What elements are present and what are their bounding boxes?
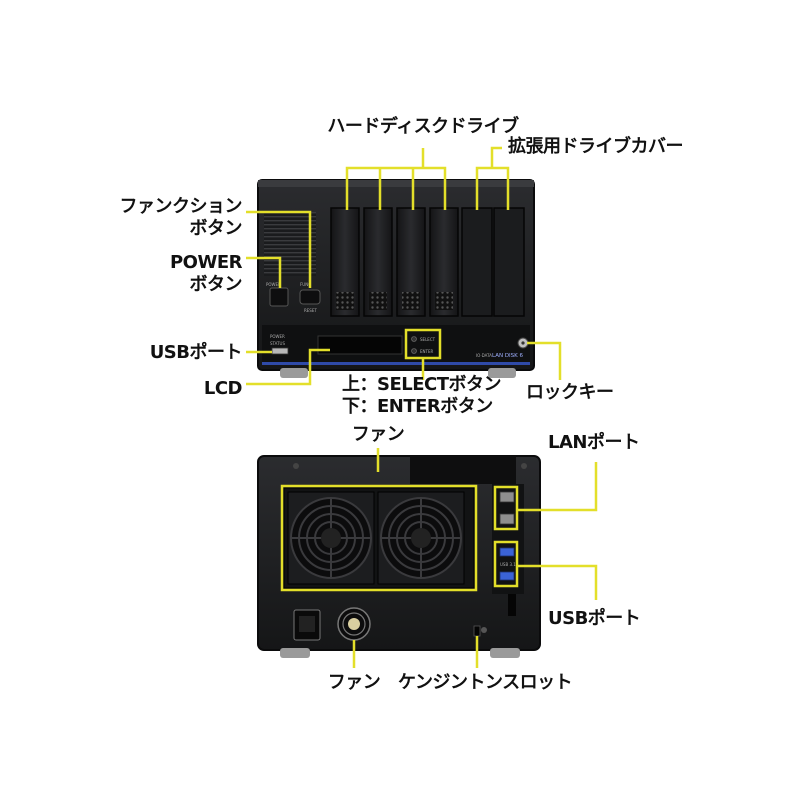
leader-power xyxy=(246,256,282,288)
status-led-label: STATUS xyxy=(270,341,285,346)
drive-tray-2-grille xyxy=(369,292,387,310)
rear-fan-2 xyxy=(377,491,465,585)
front-foot-left xyxy=(280,368,308,378)
rear-fan-1 xyxy=(287,491,375,585)
label-lock-key: ロックキー xyxy=(526,382,614,403)
psu-fan xyxy=(337,607,371,641)
brand-logo: IO·DATA xyxy=(476,353,492,358)
front-blue-trim xyxy=(262,362,530,365)
power-inlet-socket xyxy=(299,616,315,632)
leader-lcd xyxy=(246,348,330,386)
expansion-cover-2[interactable] xyxy=(493,207,525,317)
rear-screw-br xyxy=(481,627,487,633)
drive-tray-4-grille xyxy=(435,292,453,310)
leader-function xyxy=(246,210,312,288)
leader-fan-box xyxy=(280,484,478,592)
power-button[interactable] xyxy=(269,287,289,307)
select-button-label: SELECT xyxy=(420,337,436,342)
rear-top-recess xyxy=(410,456,516,484)
lan-port-1[interactable] xyxy=(499,491,515,503)
rear-screw-tl xyxy=(293,463,299,469)
rear-view: USB 3.1 xyxy=(257,455,541,658)
label-power-button-1: POWER xyxy=(169,252,243,273)
label-hdd: ハードディスクドライブ xyxy=(327,116,519,137)
drive-tray-1[interactable] xyxy=(330,207,360,317)
usb-port-rear-2[interactable] xyxy=(499,571,515,581)
usb-port-rear-1[interactable] xyxy=(499,547,515,557)
rear-screw-tr xyxy=(521,463,527,469)
drive-bays xyxy=(330,207,525,317)
leader-usb-rear xyxy=(517,564,598,600)
front-view: POWER FUNC RESET POWER STATUS SELECT ENT… xyxy=(257,179,535,378)
label-expansion-cover: 拡張用ドライブカバー xyxy=(508,136,684,157)
label-fan-bottom: ファン xyxy=(327,672,381,693)
leader-expansion-cover xyxy=(475,146,510,210)
expansion-cover-1[interactable] xyxy=(461,207,493,317)
function-button-label: FUNC xyxy=(300,282,311,287)
leader-lines xyxy=(246,146,598,668)
rear-foot-left xyxy=(280,648,310,658)
leader-usb-rear-box xyxy=(493,540,519,588)
kensington-slot[interactable] xyxy=(473,625,481,637)
label-lcd: LCD xyxy=(203,378,243,399)
label-select: 上：SELECTボタン xyxy=(342,374,502,395)
lock-keyhole xyxy=(521,341,525,345)
leader-lock xyxy=(527,341,562,380)
reset-label: RESET xyxy=(304,308,317,313)
leader-lan-box xyxy=(493,485,519,531)
rear-foot-right xyxy=(490,648,520,658)
lan-port-2[interactable] xyxy=(499,513,515,525)
label-power-button-2: ボタン xyxy=(189,274,243,295)
function-button[interactable] xyxy=(299,289,321,305)
leader-hdd xyxy=(345,148,447,210)
power-button-label: POWER xyxy=(266,282,281,287)
enter-button[interactable] xyxy=(411,348,417,354)
label-usb-port-front: USBポート xyxy=(149,342,243,363)
front-vent xyxy=(264,212,316,276)
leader-lan xyxy=(517,462,598,512)
drive-tray-1-grille xyxy=(336,292,354,310)
usb-port-front[interactable] xyxy=(271,347,289,355)
lcd-display xyxy=(317,335,403,355)
drive-tray-3-grille xyxy=(402,292,420,310)
usb31-label: USB 3.1 xyxy=(500,562,516,567)
front-foot-right xyxy=(488,368,516,378)
front-top-edge xyxy=(258,180,534,187)
label-function-button-2: ボタン xyxy=(189,218,243,239)
label-kensington-slot: ケンジントンスロット xyxy=(398,672,573,693)
brand-name: LAN DISK 6 xyxy=(492,353,524,359)
label-function-button-1: ファンクション xyxy=(119,196,243,217)
label-fan-top: ファン xyxy=(351,424,405,445)
label-enter: 下：ENTERボタン xyxy=(342,396,493,417)
enter-button-label: ENTER xyxy=(420,349,433,354)
label-usb-port-rear: USBポート xyxy=(548,608,641,629)
rear-slot xyxy=(508,594,516,616)
label-lan-port: LANポート xyxy=(548,432,640,453)
power-led-label: POWER xyxy=(270,334,285,339)
select-button[interactable] xyxy=(411,336,417,342)
